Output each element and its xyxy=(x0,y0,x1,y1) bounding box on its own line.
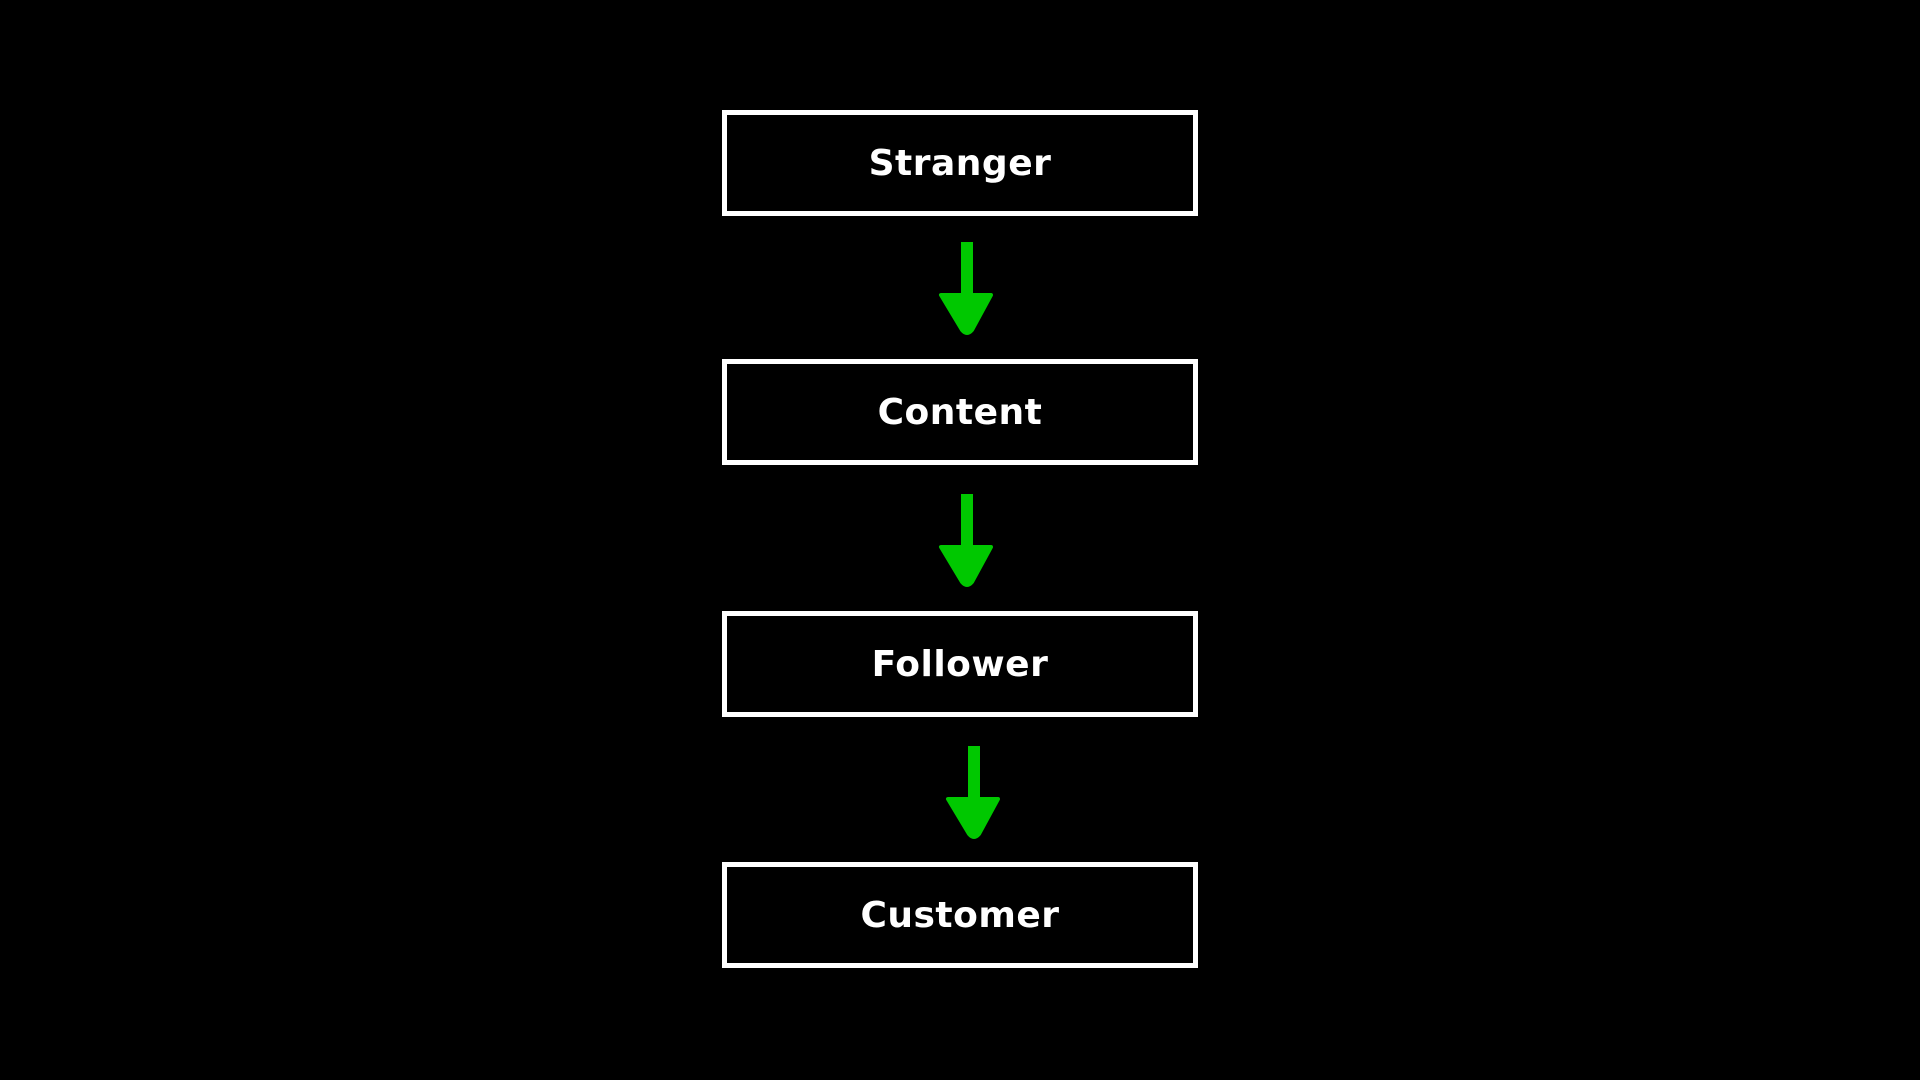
arrow-head xyxy=(946,797,1000,839)
node-stranger: Stranger xyxy=(722,110,1198,216)
node-follower: Follower xyxy=(722,611,1198,717)
node-label-content: Content xyxy=(877,391,1043,433)
node-label-stranger: Stranger xyxy=(868,142,1052,184)
arrow-down-icon xyxy=(946,746,1000,839)
arrow-head xyxy=(939,545,993,587)
node-customer: Customer xyxy=(722,862,1198,968)
arrow-down-icon xyxy=(939,494,993,587)
node-content: Content xyxy=(722,359,1198,465)
arrow-down-icon xyxy=(939,242,993,335)
node-label-follower: Follower xyxy=(871,643,1049,685)
node-label-customer: Customer xyxy=(860,894,1060,936)
arrow-head xyxy=(939,293,993,335)
arrow-shaft xyxy=(961,494,973,554)
arrow-shaft xyxy=(961,242,973,302)
arrow-shaft xyxy=(968,746,980,806)
